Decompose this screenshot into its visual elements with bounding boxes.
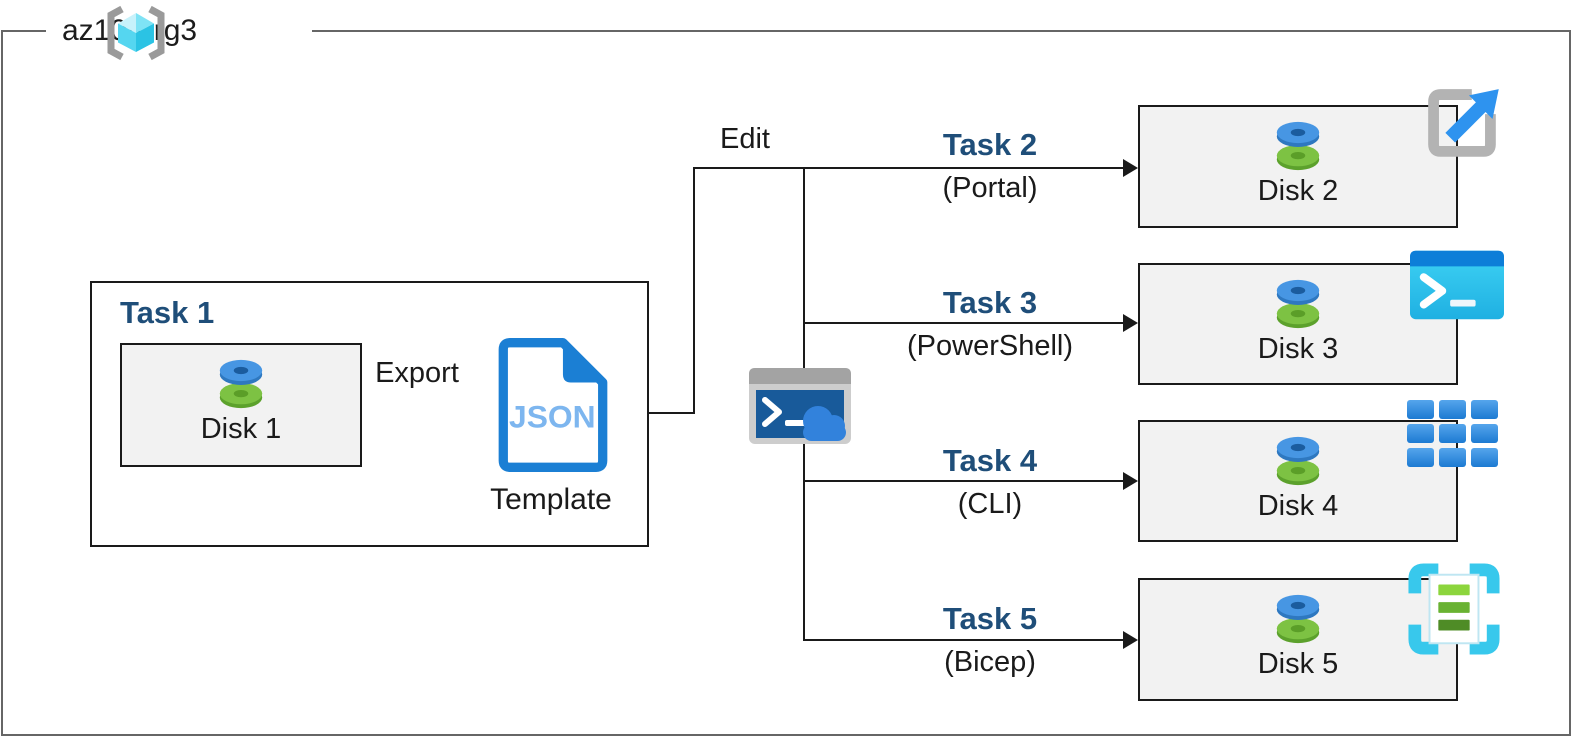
task2-arrow-line	[693, 167, 1124, 169]
resource-group-frame	[1, 30, 1571, 736]
managed-disk-icon	[1267, 592, 1329, 646]
json-template-icon: JSON	[494, 337, 608, 473]
disk2-box: Disk 2	[1138, 105, 1458, 228]
task5-arrowhead	[1123, 631, 1138, 649]
powershell-terminal-icon	[1410, 250, 1504, 320]
task1-title: Task 1	[120, 295, 215, 330]
cli-grid-icon	[1407, 400, 1499, 468]
disk2-label: Disk 2	[1257, 175, 1339, 207]
task4-arrowhead	[1123, 472, 1138, 490]
disk4-box: Disk 4	[1138, 420, 1458, 542]
task2-method: (Portal)	[942, 172, 1038, 204]
disk1-box: Disk 1	[120, 343, 362, 467]
task2-arrowhead	[1123, 159, 1138, 177]
disk1-label: Disk 1	[200, 413, 282, 445]
managed-disk-icon	[1267, 119, 1329, 173]
task5-heading: Task 5	[942, 601, 1038, 636]
resource-group-header: az104-rg3	[46, 0, 312, 62]
edit-riser-line	[693, 167, 695, 414]
export-label: Export	[375, 357, 459, 389]
cloud-shell-icon	[748, 367, 852, 445]
task4-arrow-line	[803, 480, 1124, 482]
template-label: Template	[490, 483, 612, 516]
task5-arrow-line	[803, 639, 1124, 641]
edit-label: Edit	[720, 123, 770, 155]
managed-disk-icon	[210, 357, 272, 411]
managed-disk-icon	[1267, 277, 1329, 331]
task3-arrow-line	[803, 322, 1124, 324]
disk5-label: Disk 5	[1257, 648, 1339, 680]
bicep-template-icon	[1407, 562, 1501, 656]
json-file-type-text: JSON	[509, 399, 596, 435]
task3-arrowhead	[1123, 314, 1138, 332]
task3-heading: Task 3	[942, 285, 1038, 320]
task5-method: (Bicep)	[944, 646, 1036, 678]
task2-heading: Task 2	[942, 127, 1038, 162]
disk4-label: Disk 4	[1257, 490, 1339, 522]
disk5-box: Disk 5	[1138, 578, 1458, 701]
resource-group-icon	[98, 2, 174, 64]
task4-heading: Task 4	[942, 443, 1038, 478]
task4-method: (CLI)	[957, 488, 1023, 520]
task3-method: (PowerShell)	[907, 330, 1073, 362]
azure-portal-launch-icon	[1413, 73, 1511, 171]
disk3-box: Disk 3	[1138, 263, 1458, 385]
task1-output-line	[647, 412, 695, 414]
managed-disk-icon	[1267, 434, 1329, 488]
disk3-label: Disk 3	[1257, 333, 1339, 365]
